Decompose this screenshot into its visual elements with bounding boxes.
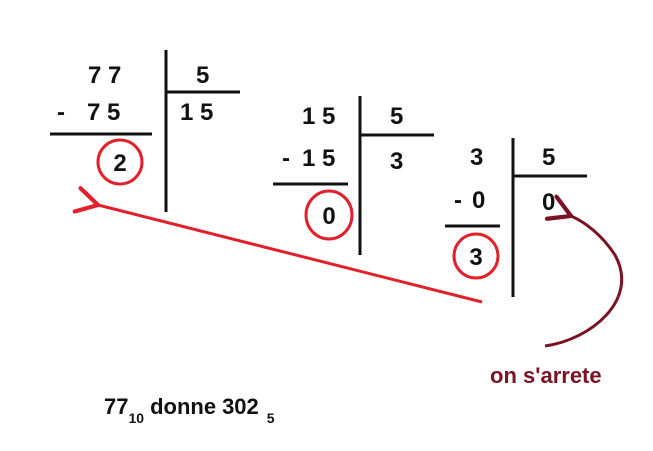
minus-sign-3: - [454, 187, 462, 214]
division-step-3: 3 - 0 5 0 3 [445, 138, 587, 297]
result-input-base: 10 [128, 410, 144, 426]
subtrahend-3: 0 [472, 187, 485, 214]
quotient-1: 1 5 [180, 99, 213, 126]
dividend-1: 7 7 [88, 62, 121, 89]
quotient-2: 3 [390, 148, 403, 175]
subtrahend-2: 1 5 [302, 145, 335, 172]
subtrahend-1: 7 5 [87, 99, 120, 126]
result-connector: donne [150, 394, 216, 419]
remainder-3: 3 [469, 244, 482, 271]
result-input-number: 77 [104, 394, 128, 419]
remainder-circle-2 [304, 189, 354, 241]
remainder-circle-3 [452, 232, 500, 280]
division-step-1: 7 7 - 7 5 5 1 5 2 [50, 50, 240, 212]
dividend-3: 3 [470, 144, 483, 171]
minus-sign-1: - [57, 99, 65, 126]
divisor-3: 5 [542, 144, 555, 171]
remainder-1: 2 [113, 150, 126, 177]
minus-sign-2: - [282, 145, 290, 172]
stop-note: on s'arrete [490, 363, 602, 388]
reading-direction-arrow [72, 186, 483, 304]
stop-arrow [544, 194, 624, 348]
result-output-base: 5 [267, 410, 275, 426]
divisor-2: 5 [390, 103, 403, 130]
quotient-3: 0 [542, 189, 555, 216]
result-output-number: 302 [222, 394, 259, 419]
division-step-2: 1 5 - 1 5 5 3 0 [273, 96, 434, 255]
divisor-1: 5 [196, 62, 209, 89]
remainder-circle-1 [96, 138, 144, 186]
remainder-2: 0 [322, 203, 335, 230]
dividend-2: 1 5 [302, 103, 335, 130]
